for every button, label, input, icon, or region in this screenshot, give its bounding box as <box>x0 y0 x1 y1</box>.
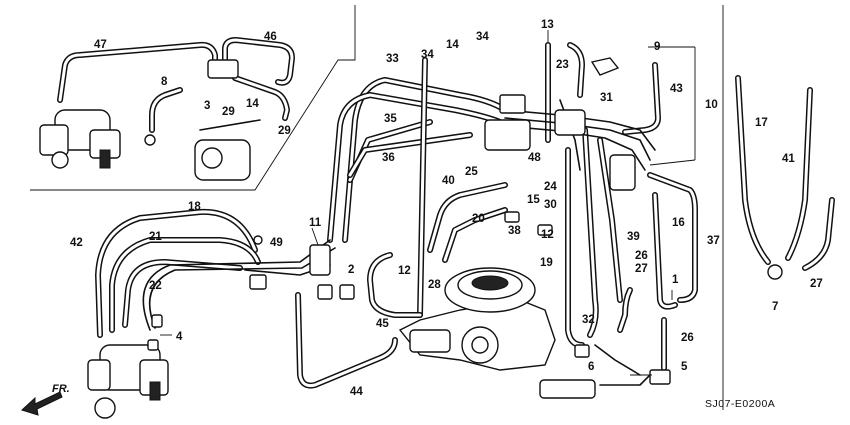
callout-29a: 29 <box>222 106 235 118</box>
callouts: 47 46 8 3 29 14 29 33 34 14 34 13 23 9 4… <box>70 19 823 410</box>
callout-28: 28 <box>428 279 441 291</box>
callout-44: 44 <box>350 386 363 398</box>
callout-46: 46 <box>264 31 277 43</box>
callout-22: 22 <box>149 280 162 292</box>
lower-control-valve <box>87 344 169 419</box>
callout-14a: 14 <box>246 98 259 110</box>
callout-35: 35 <box>384 113 397 125</box>
front-direction-label: FR. <box>52 383 70 395</box>
callout-19: 19 <box>540 257 553 269</box>
callout-23: 23 <box>556 59 569 71</box>
callout-39: 39 <box>627 231 640 243</box>
callout-47: 47 <box>94 39 107 51</box>
callout-15: 15 <box>527 194 540 206</box>
callout-14b: 14 <box>446 39 459 51</box>
callout-38: 38 <box>508 225 521 237</box>
callout-31: 31 <box>600 92 613 104</box>
callout-4: 4 <box>176 331 183 343</box>
callout-12a: 12 <box>541 229 554 241</box>
callout-2: 2 <box>348 264 354 276</box>
front-direction-arrow: FR. <box>21 383 70 416</box>
callout-36: 36 <box>382 152 395 164</box>
callout-24: 24 <box>544 181 557 193</box>
callout-21: 21 <box>149 231 162 243</box>
callout-16: 16 <box>672 217 685 229</box>
throttle-body-assembly <box>398 267 556 371</box>
callout-42: 42 <box>70 237 83 249</box>
callout-29b: 29 <box>278 125 291 137</box>
leader-lines <box>160 30 696 376</box>
callout-3: 3 <box>204 100 210 112</box>
callout-37: 37 <box>707 235 720 247</box>
callout-33: 33 <box>386 53 399 65</box>
callout-1: 1 <box>672 274 679 286</box>
callout-8: 8 <box>161 76 168 88</box>
callout-32: 32 <box>582 314 595 326</box>
callout-25: 25 <box>465 166 478 178</box>
callout-40: 40 <box>442 175 455 187</box>
callout-27a: 27 <box>635 263 648 275</box>
callout-18: 18 <box>188 201 201 213</box>
callout-10: 10 <box>705 99 718 111</box>
callout-5: 5 <box>681 361 688 373</box>
inset-frame <box>30 5 724 410</box>
small-components <box>147 57 783 399</box>
callout-48: 48 <box>528 152 541 164</box>
callout-45: 45 <box>376 318 389 330</box>
callout-13: 13 <box>541 19 554 31</box>
callout-12b: 12 <box>398 265 411 277</box>
inset-tee-fitting <box>144 59 239 146</box>
callout-20: 20 <box>472 213 485 225</box>
callout-11: 11 <box>309 217 322 229</box>
callout-41: 41 <box>782 153 795 165</box>
callout-26a: 26 <box>635 250 648 262</box>
callout-34a: 34 <box>421 49 434 61</box>
drawing-code: SJ07-E0200A <box>705 398 775 410</box>
callout-30: 30 <box>544 199 557 211</box>
callout-26b: 26 <box>681 332 694 344</box>
callout-9: 9 <box>654 41 660 53</box>
callout-43: 43 <box>670 83 683 95</box>
callout-49: 49 <box>270 237 283 249</box>
callout-7: 7 <box>772 301 778 313</box>
callout-17: 17 <box>755 117 768 129</box>
callout-27b: 27 <box>810 278 823 290</box>
inset-solenoid-valve <box>194 119 261 181</box>
inset-control-valve <box>39 109 121 169</box>
callout-34b: 34 <box>476 31 489 43</box>
callout-6: 6 <box>588 361 594 373</box>
